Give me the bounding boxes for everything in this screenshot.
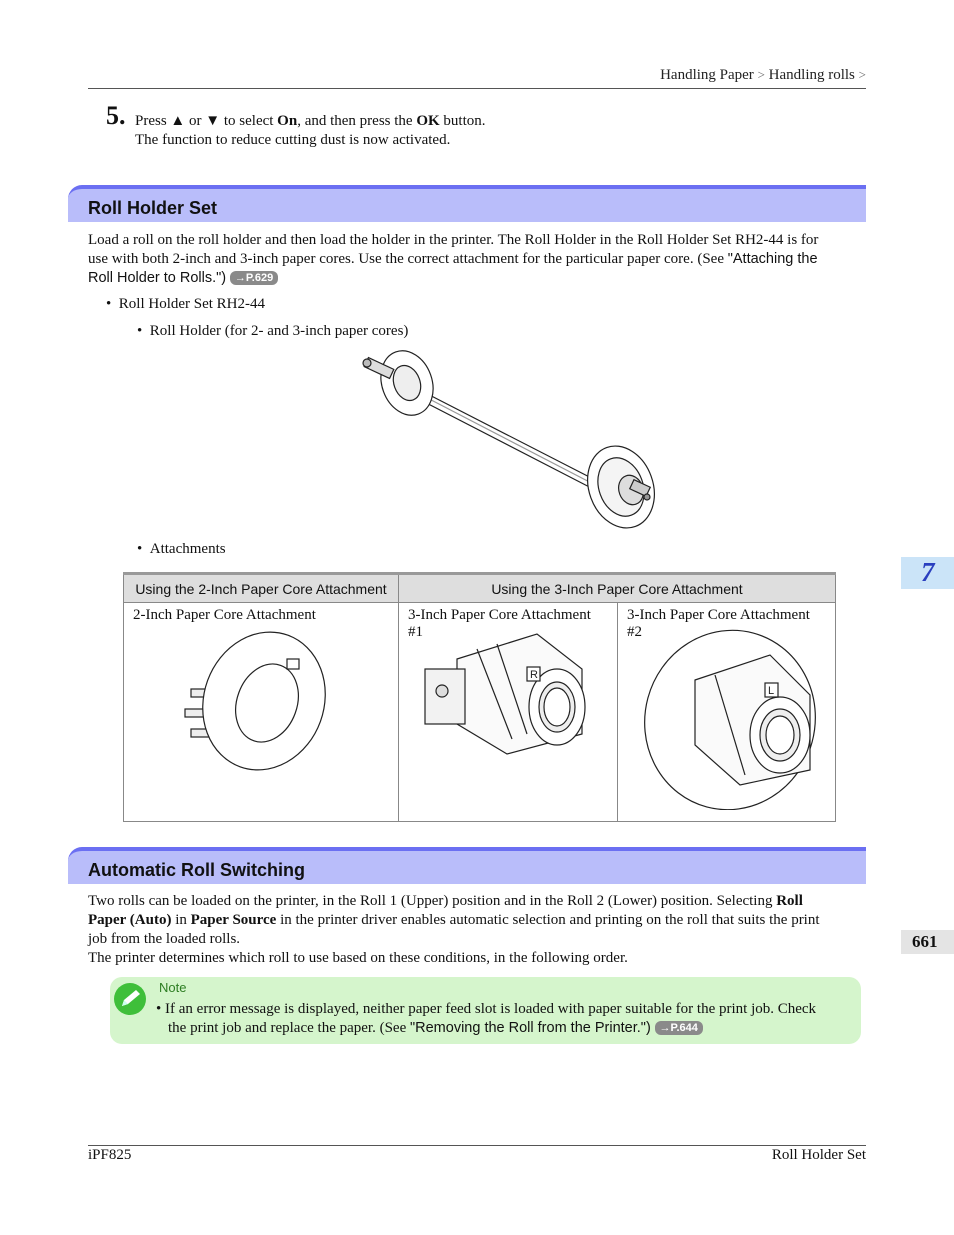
page-number-tab: 661	[901, 930, 954, 954]
table-header-2inch: Using the 2-Inch Paper Core Attachment	[123, 572, 399, 603]
bullet-icon: •	[137, 541, 143, 557]
attachments-table: Using the 2-Inch Paper Core Attachment U…	[123, 572, 836, 822]
table-cell-3inch-2: 3-Inch Paper Core Attachment #2 L	[617, 602, 836, 822]
attachment-2inch-illustration	[184, 631, 326, 771]
chapter-tab[interactable]: 7	[901, 557, 954, 589]
mark-l: L	[768, 685, 774, 697]
note-pencil-icon	[114, 983, 146, 1015]
table-row: 2-Inch Paper Core Attachment 3-Inch Pape…	[123, 602, 836, 822]
note-label: Note	[159, 980, 187, 995]
breadcrumb-separator: >	[757, 67, 765, 82]
section1-paragraph: Load a roll on the roll holder and then …	[88, 232, 819, 286]
footer-rule	[88, 1145, 866, 1146]
note-text: • If an error message is displayed, neit…	[156, 1001, 817, 1036]
table-header-row: Using the 2-Inch Paper Core Attachment U…	[123, 572, 836, 603]
attachment-3inch-1-illustration: R	[424, 633, 586, 755]
list-item: • Attachments	[137, 541, 226, 557]
breadcrumb-item-handling-paper[interactable]: Handling Paper	[660, 67, 754, 83]
mark-r: R	[530, 669, 538, 681]
link-removing-roll[interactable]: "Removing the Roll from the Printer.	[410, 1020, 641, 1036]
step-text-line1: Press ▲ or ▼ to select On, and then pres…	[135, 113, 486, 129]
header-rule	[88, 88, 866, 89]
bullet-icon: •	[106, 296, 112, 312]
section-heading-roll-holder-set: Roll Holder Set	[68, 185, 866, 222]
list-item: • Roll Holder (for 2- and 3-inch paper c…	[137, 323, 409, 339]
note-box	[110, 977, 861, 1044]
breadcrumb-item-handling-rolls[interactable]: Handling rolls	[768, 67, 855, 83]
section2-paragraph: Two rolls can be loaded on the printer, …	[88, 893, 820, 966]
bullet-icon: •	[156, 1001, 162, 1017]
table-header-3inch: Using the 3-Inch Paper Core Attachment	[398, 572, 836, 603]
breadcrumb: Handling Paper > Handling rolls >	[660, 67, 866, 84]
bullet-icon: •	[137, 323, 143, 339]
step-text-line2: The function to reduce cutting dust is n…	[135, 132, 451, 148]
attachment-3inch-2-illustration: L	[644, 629, 816, 810]
link-attaching-roll-holder-cont[interactable]: Roll Holder to Rolls.	[88, 270, 217, 286]
page-ref-badge[interactable]: →P.629	[229, 271, 279, 285]
table-cell-3inch-1: 3-Inch Paper Core Attachment #1 R	[398, 602, 618, 822]
section-heading-automatic-roll-switching: Automatic Roll Switching	[68, 847, 866, 884]
table-cell-2inch: 2-Inch Paper Core Attachment	[123, 602, 399, 822]
section-title: Automatic Roll Switching	[88, 860, 306, 880]
footer-model: iPF825	[88, 1147, 132, 1163]
page-ref-badge[interactable]: →P.644	[654, 1021, 703, 1035]
section-title: Roll Holder Set	[88, 198, 218, 218]
link-attaching-roll-holder[interactable]: "Attaching the	[727, 251, 818, 267]
footer-section-title: Roll Holder Set	[771, 1147, 866, 1163]
roll-holder-illustration	[362, 350, 655, 529]
breadcrumb-separator: >	[858, 67, 866, 82]
list-item: • Roll Holder Set RH2-44	[106, 296, 266, 312]
step-number: 5.	[106, 101, 126, 130]
